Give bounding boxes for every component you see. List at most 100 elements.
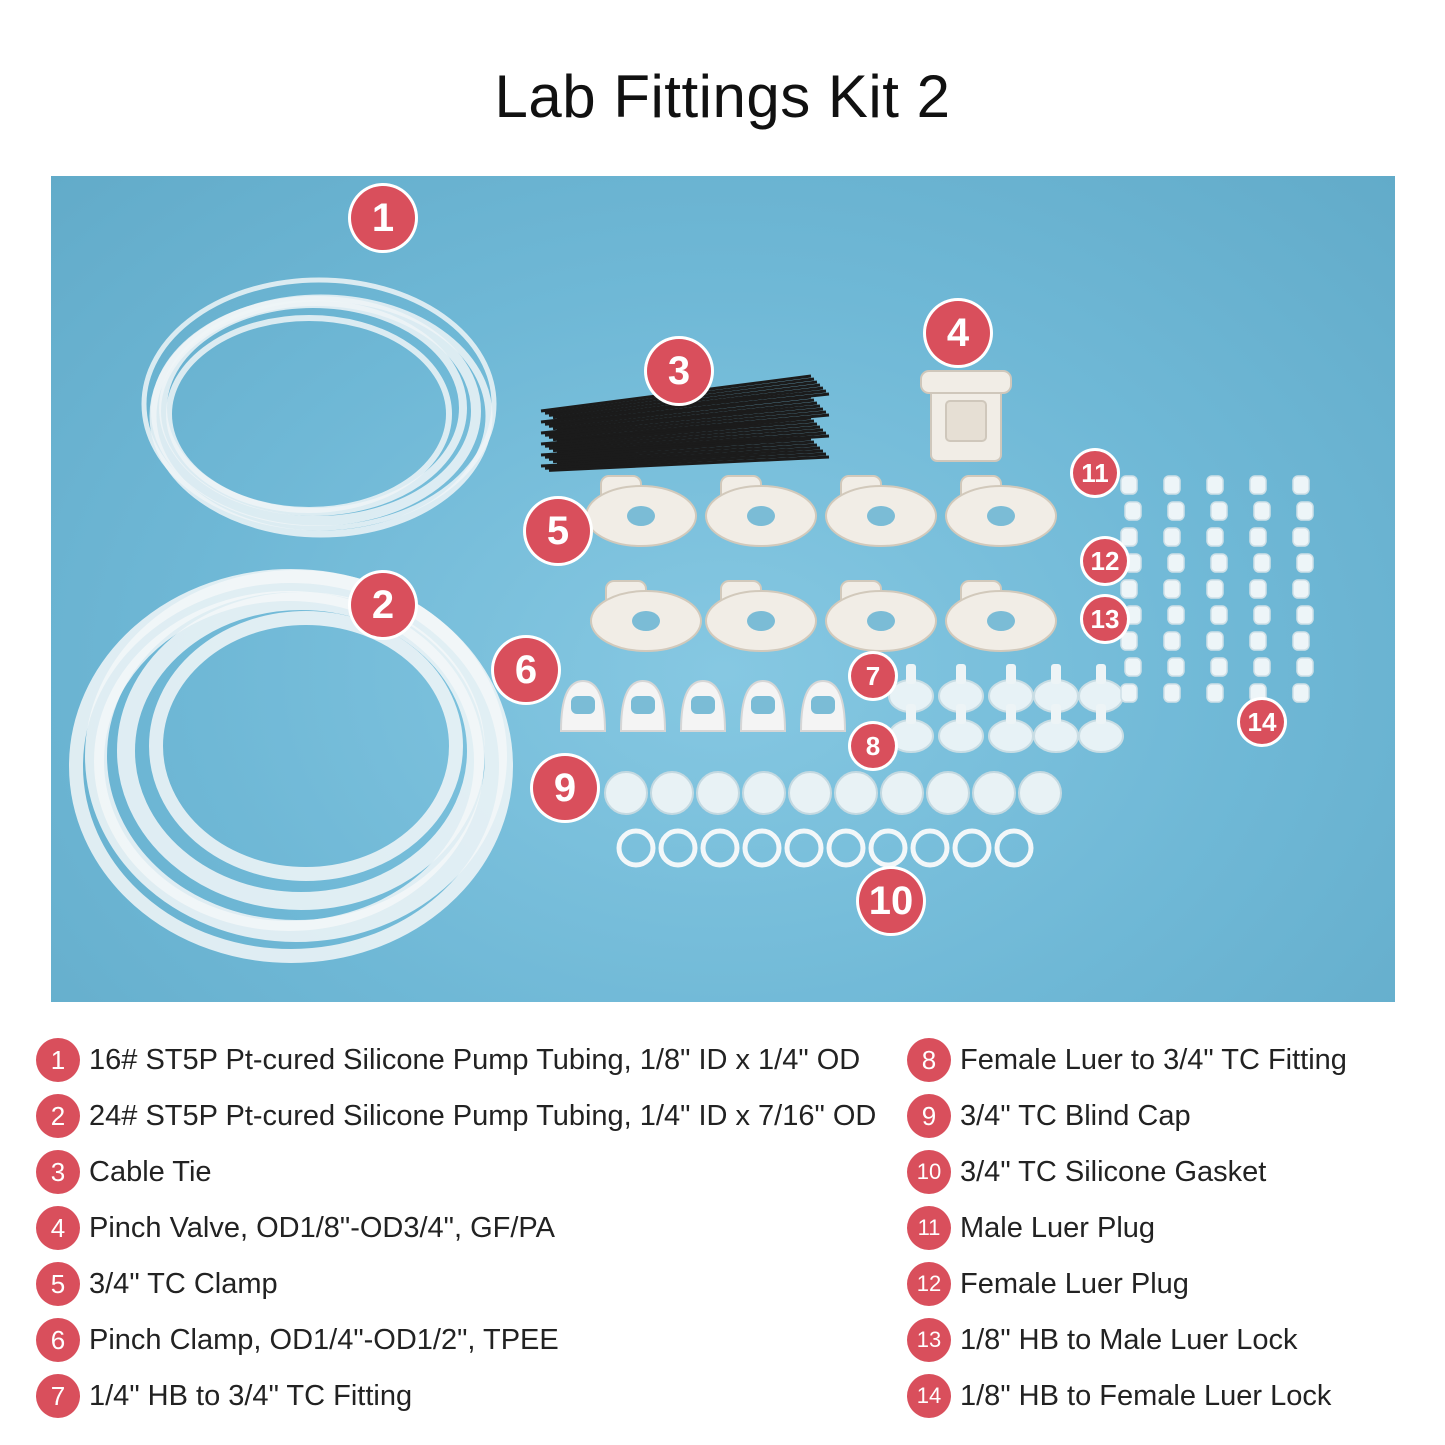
blind-cap xyxy=(880,771,924,815)
photo-badge-11: 11 xyxy=(1073,451,1117,495)
legend-number: 4 xyxy=(36,1206,80,1250)
cable-tie xyxy=(548,455,830,472)
luer-part xyxy=(1253,657,1271,677)
legend-number: 13 xyxy=(907,1318,951,1362)
luer-part xyxy=(1249,527,1267,547)
legend-item: 4 Pinch Valve, OD1/8"-OD3/4", GF/PA xyxy=(36,1200,876,1256)
cable-tie xyxy=(548,410,827,439)
luer-part xyxy=(1292,683,1310,703)
luer-part xyxy=(1124,501,1142,521)
tubing-coil-large xyxy=(69,569,513,963)
luer-part xyxy=(1124,605,1142,625)
luer-part xyxy=(1163,631,1181,651)
tc-fitting xyxy=(1078,664,1124,713)
luer-part xyxy=(1120,579,1138,599)
blind-cap xyxy=(696,771,740,815)
legend-label: 16# ST5P Pt-cured Silicone Pump Tubing, … xyxy=(89,1043,861,1076)
tc-fitting xyxy=(988,704,1034,753)
luer-part xyxy=(1206,631,1224,651)
cable-tie xyxy=(544,407,824,437)
tc-clamp xyxy=(590,580,702,652)
luer-part xyxy=(1253,501,1271,521)
legend-item: 10 3/4" TC Silicone Gasket xyxy=(907,1144,1347,1200)
luer-parts xyxy=(1120,475,1314,703)
photo-badge-1: 1 xyxy=(351,186,415,250)
legend-label: 3/4" TC Silicone Gasket xyxy=(960,1155,1267,1188)
blind-cap xyxy=(650,771,694,815)
tc-clamp xyxy=(945,475,1057,547)
photo-badge-2: 2 xyxy=(351,573,415,637)
legend-number: 10 xyxy=(907,1150,951,1194)
silicone-gasket xyxy=(952,828,992,868)
cable-tie xyxy=(548,425,821,450)
cable-tie xyxy=(544,422,818,448)
legend-number: 5 xyxy=(36,1262,80,1306)
photo-badge-3: 3 xyxy=(647,339,711,403)
legend-item: 5 3/4" TC Clamp xyxy=(36,1256,876,1312)
silicone-gasket xyxy=(742,828,782,868)
silicone-gasket xyxy=(826,828,866,868)
silicone-gasket xyxy=(700,828,740,868)
legend-label: 3/4" TC Clamp xyxy=(89,1267,278,1300)
tc-clamp xyxy=(705,580,817,652)
cable-tie xyxy=(544,437,812,459)
pinch-clamp xyxy=(799,679,847,732)
blind-cap xyxy=(1018,771,1062,815)
tc-clamp xyxy=(825,475,937,547)
silicone-gasket xyxy=(616,828,656,868)
luer-part xyxy=(1292,527,1310,547)
tc-fitting xyxy=(1078,704,1124,753)
blind-cap xyxy=(604,771,648,815)
legend-number: 9 xyxy=(907,1094,951,1138)
tc-clamp xyxy=(825,580,937,652)
luer-part xyxy=(1206,579,1224,599)
pinch-clamp xyxy=(619,679,667,732)
legend-label: 1/8" HB to Female Luer Lock xyxy=(960,1379,1332,1412)
photo-badge-7: 7 xyxy=(851,654,895,698)
luer-part xyxy=(1163,579,1181,599)
legend-number: 12 xyxy=(907,1262,951,1306)
luer-part xyxy=(1249,631,1267,651)
legend-number: 14 xyxy=(907,1374,951,1418)
luer-part xyxy=(1206,683,1224,703)
legend-item: 9 3/4" TC Blind Cap xyxy=(907,1088,1347,1144)
luer-part xyxy=(1120,527,1138,547)
legend-label: 1/4" HB to 3/4" TC Fitting xyxy=(89,1379,413,1412)
luer-part xyxy=(1206,527,1224,547)
cable-tie xyxy=(540,389,827,424)
tc-fitting xyxy=(988,664,1034,713)
legend-number: 6 xyxy=(36,1318,80,1362)
legend-label: Pinch Clamp, OD1/4"-OD1/2", TPEE xyxy=(89,1323,559,1356)
photo-badge-6: 6 xyxy=(494,638,558,702)
legend-label: Cable Tie xyxy=(89,1155,212,1188)
cable-tie xyxy=(540,404,821,435)
luer-part xyxy=(1167,657,1185,677)
cable-tie xyxy=(540,449,824,468)
luer-part xyxy=(1167,501,1185,521)
legend-number: 2 xyxy=(36,1094,80,1138)
legend-number: 3 xyxy=(36,1150,80,1194)
legend-label: 1/8" HB to Male Luer Lock xyxy=(960,1323,1298,1356)
photo-badge-12: 12 xyxy=(1083,539,1127,583)
luer-part xyxy=(1249,579,1267,599)
legend-label: Pinch Valve, OD1/8"-OD3/4", GF/PA xyxy=(89,1211,555,1244)
tc-fitting xyxy=(1033,704,1079,753)
legend-number: 8 xyxy=(907,1038,951,1082)
luer-part xyxy=(1292,631,1310,651)
cable-tie xyxy=(552,428,824,453)
legend-label: 3/4" TC Blind Cap xyxy=(960,1099,1191,1132)
silicone-gasket xyxy=(784,828,824,868)
luer-part xyxy=(1210,553,1228,573)
luer-part xyxy=(1167,553,1185,573)
legend-item: 14 1/8" HB to Female Luer Lock xyxy=(907,1368,1347,1424)
cable-tie xyxy=(548,395,812,428)
luer-part xyxy=(1120,683,1138,703)
tc-fitting xyxy=(938,704,984,753)
pinch-clamps xyxy=(559,679,847,732)
